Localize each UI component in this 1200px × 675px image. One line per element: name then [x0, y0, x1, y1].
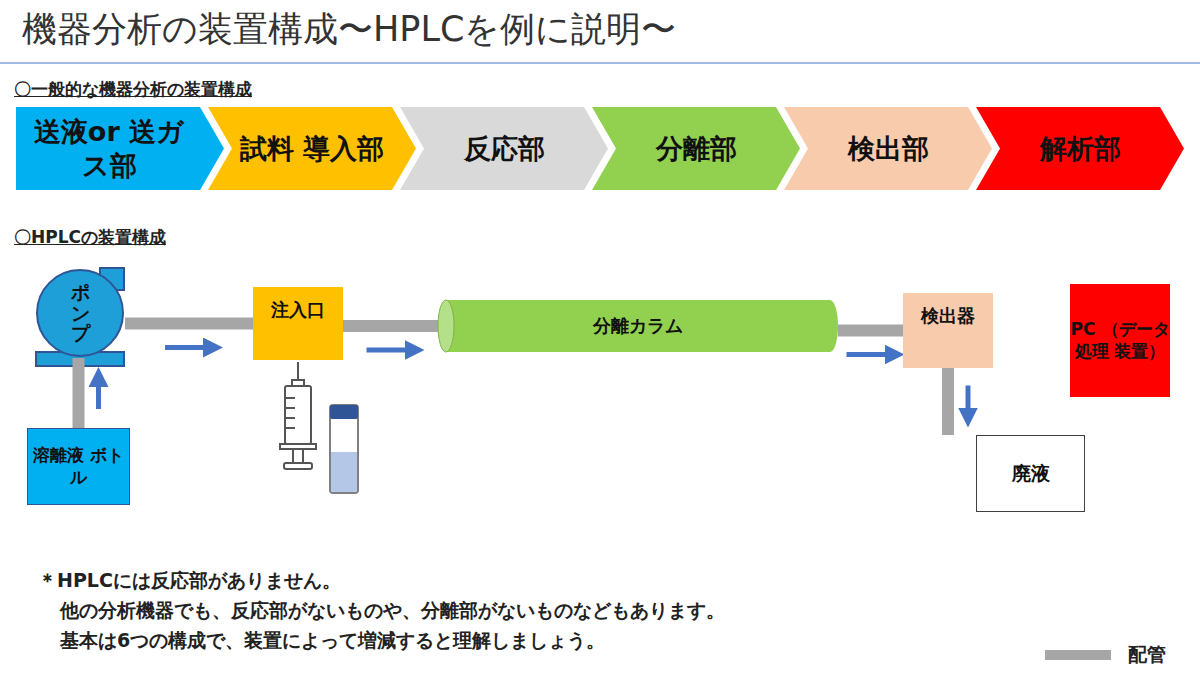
column-body	[446, 300, 830, 352]
pipe-connector	[125, 324, 253, 348]
note-text: ＊HPLCには反応部がありません。	[38, 568, 341, 594]
syringe-icon	[280, 362, 316, 469]
node-text: 分離カラム	[593, 315, 683, 338]
stage-chevron: 解析部	[976, 107, 1184, 190]
pipe-line	[343, 320, 438, 332]
node-text: 検出器	[921, 305, 975, 328]
pump-circle: ポンプ	[35, 268, 125, 358]
pipe-line	[125, 318, 253, 330]
page-title: 機器分析の装置構成〜HPLCを例に説明〜	[22, 6, 676, 53]
detector-box: 検出器	[903, 293, 993, 368]
chevron-shape	[592, 107, 800, 190]
section-heading: 〇一般的な機器分析の装置構成	[14, 78, 252, 101]
chevron-shape	[16, 107, 224, 190]
node-text: PC （データ 処理 装置）	[1070, 319, 1170, 362]
chevron-shape	[400, 107, 608, 190]
stage-chevron: 分離部	[592, 107, 800, 190]
column-cylinder: 分離カラム	[438, 300, 838, 352]
legend-text: 配管	[1128, 642, 1166, 668]
title-rule	[0, 63, 1200, 64]
flow-arrow	[165, 345, 213, 350]
pipe-line	[838, 325, 903, 337]
pipe-connector	[343, 326, 438, 350]
flow-arrow	[847, 352, 895, 357]
pc-box: PC （データ 処理 装置）	[1070, 284, 1170, 397]
chevron-shape	[784, 107, 992, 190]
node-text: 試料 導入部	[240, 132, 384, 166]
flow-arrow	[966, 386, 971, 418]
node-text: ポンプ	[71, 282, 90, 345]
pipe-connector	[79, 358, 99, 428]
node-text: 廃液	[1012, 462, 1050, 486]
stage-chevron: 反応部	[400, 107, 608, 190]
pipe-line	[73, 358, 85, 428]
chevron-shape	[208, 107, 416, 190]
section-heading: 〇HPLCの装置構成	[14, 226, 166, 249]
flow-arrow	[96, 377, 101, 409]
column-end	[822, 300, 838, 352]
node-text: 送液or 送ガス部	[20, 115, 198, 183]
node-text: 溶離液 ボトル	[28, 445, 129, 488]
node-text: 反応部	[464, 132, 545, 166]
note-text: 基本は6つの構成で、装置によって増減すると理解しましょう。	[60, 628, 605, 654]
waste-box: 廃液	[976, 435, 1085, 512]
pipe-line	[942, 368, 954, 435]
column-end	[438, 300, 454, 352]
pump-body	[37, 270, 123, 356]
flow-arrow	[367, 348, 415, 353]
vial-icon	[330, 405, 358, 493]
node-text: 解析部	[1040, 132, 1121, 166]
pipe-connector	[948, 368, 968, 435]
stage-chevron: 検出部	[784, 107, 992, 190]
node-text: 検出部	[848, 132, 929, 166]
note-text: 他の分析機器でも、反応部がないものや、分離部がないものなどもあります。	[60, 598, 725, 624]
node-text: 分離部	[656, 132, 737, 166]
stage-chevron: 送液or 送ガス部	[16, 107, 224, 190]
pipe-connector	[838, 331, 903, 355]
stage-chevron: 試料 導入部	[208, 107, 416, 190]
legend-swatch	[1045, 650, 1111, 660]
node-text: 注入口	[271, 299, 325, 322]
injector-box: 注入口	[253, 287, 343, 360]
eluent-bottle-box: 溶離液 ボトル	[27, 428, 130, 505]
chevron-shape	[976, 107, 1184, 190]
